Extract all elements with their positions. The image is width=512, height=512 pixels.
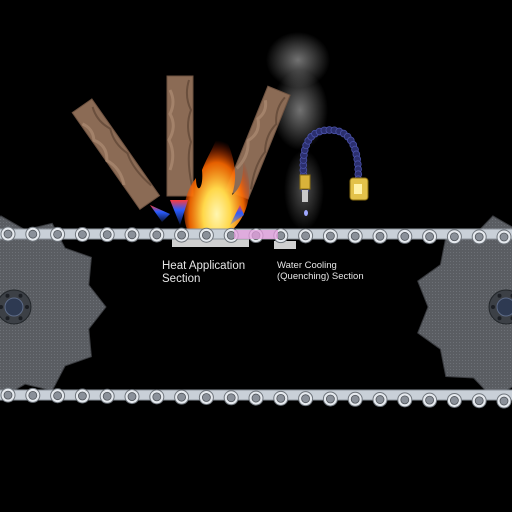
heated-chain-section <box>172 239 249 247</box>
cool-label-line2: (Quenching) Section <box>277 271 364 282</box>
torch-left <box>71 98 161 211</box>
water-cooling-label: Water Cooling (Quenching) Section <box>277 260 397 282</box>
torch-center <box>166 75 194 197</box>
water-nozzle-icon <box>299 126 369 216</box>
heat-label-line1: Heat Application <box>162 260 246 272</box>
sprocket-right-icon <box>417 215 512 399</box>
heat-label-line2: Section <box>162 273 201 285</box>
chain-top <box>0 226 512 245</box>
flame-icon <box>150 122 250 245</box>
chain-bottom <box>0 387 512 409</box>
cooling-chain-marker <box>274 241 296 249</box>
sprocket-left-icon <box>0 215 107 399</box>
cool-label-line1: Water Cooling <box>277 260 337 271</box>
heat-application-label: Heat Application Section <box>162 260 272 286</box>
torch-right <box>225 85 291 200</box>
